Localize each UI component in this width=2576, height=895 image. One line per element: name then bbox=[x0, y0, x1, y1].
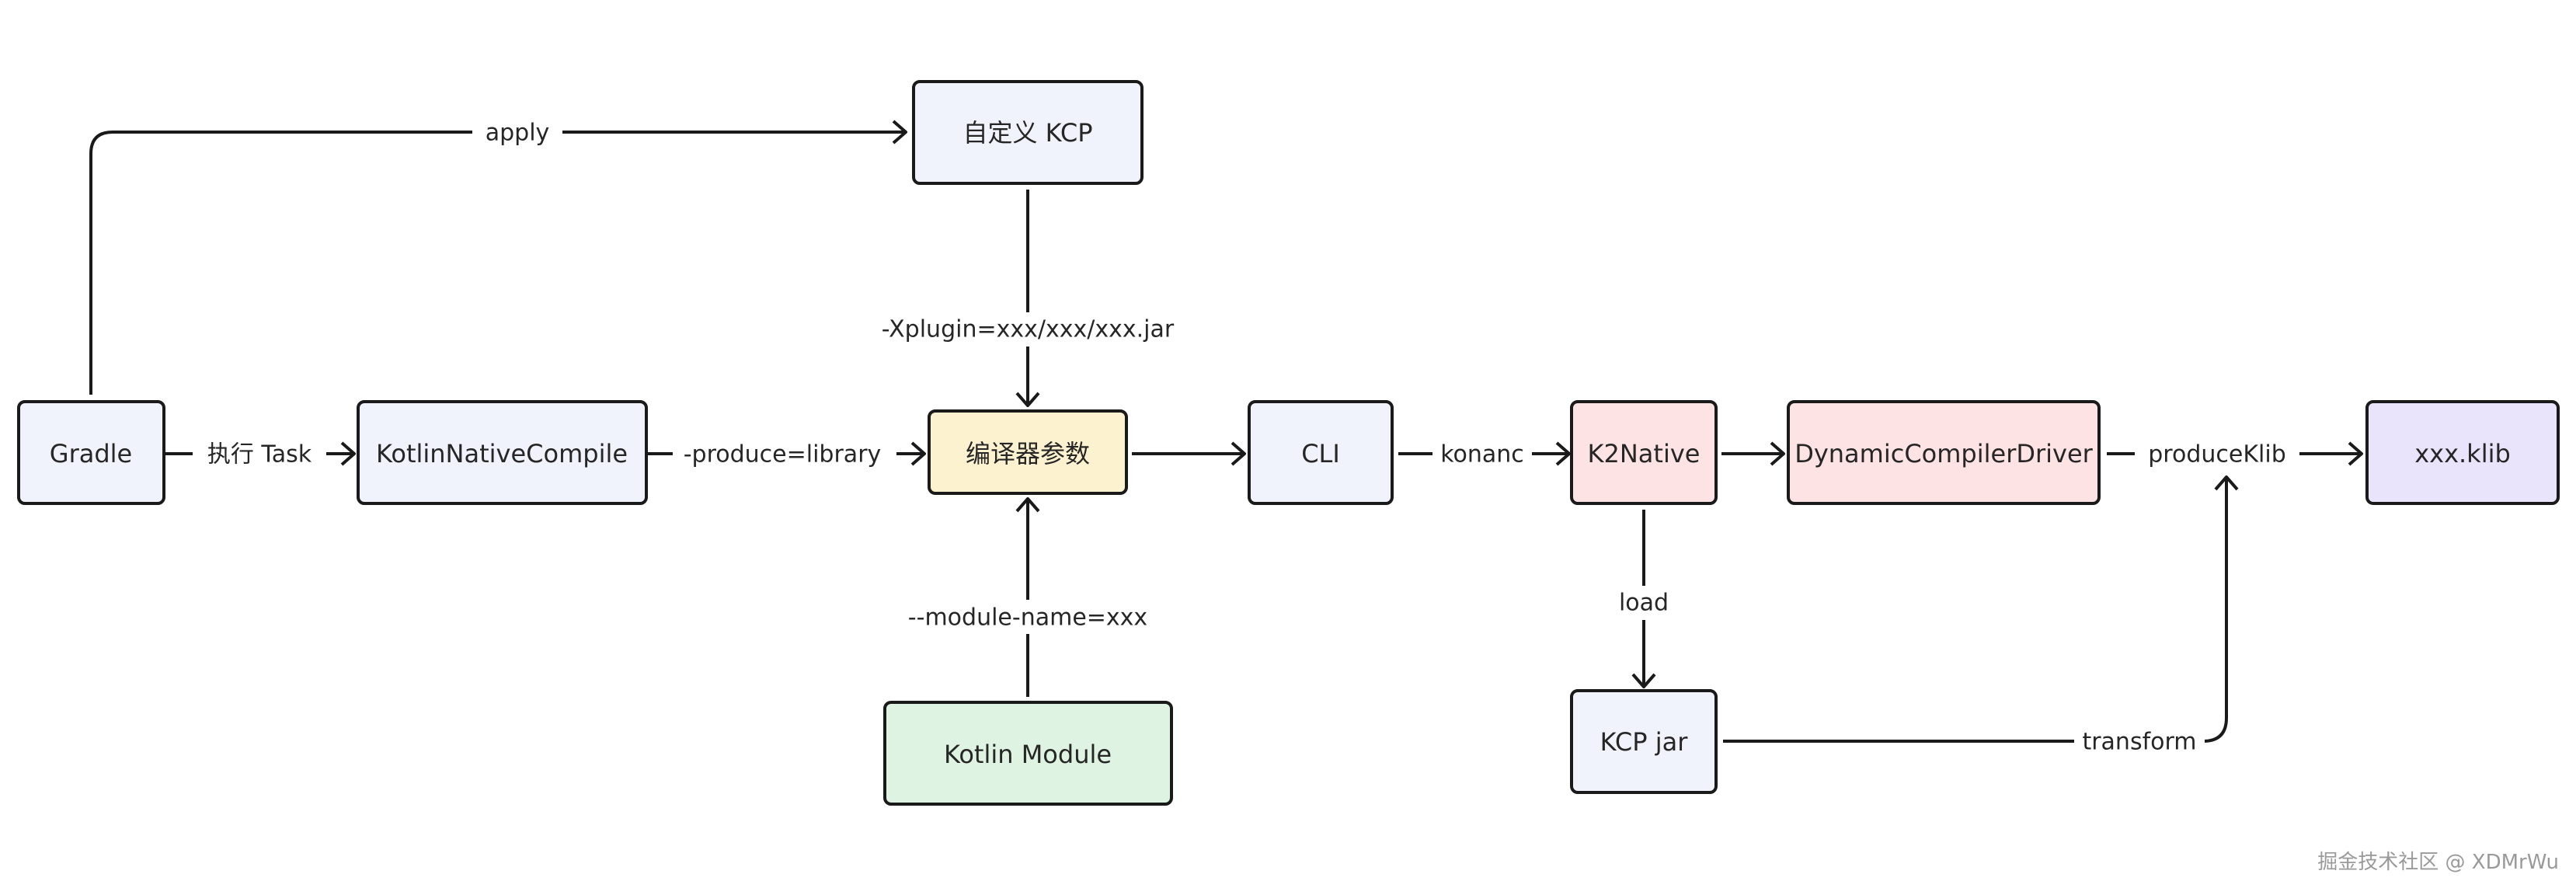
node-label-gradle: Gradle bbox=[50, 439, 132, 468]
watermark: 掘金技术社区 @ XDMrWu bbox=[2317, 851, 2559, 874]
node-k2native: K2Native bbox=[1570, 400, 1718, 505]
edge-konanc: konanc bbox=[1398, 437, 1571, 471]
node-label-kcp-jar: KCP jar bbox=[1600, 727, 1689, 757]
edge-label-module-name: --module-name=xxx bbox=[908, 604, 1147, 632]
edge-xplugin: -Xplugin=xxx/xxx/xxx.jar bbox=[882, 190, 1175, 407]
edge-transform: transform bbox=[1723, 475, 2239, 758]
node-dynamic-compiler-driver: DynamicCompilerDriver bbox=[1787, 400, 2101, 505]
edge-label-produce-library: -produce=library bbox=[684, 441, 882, 468]
edge-args-to-cli bbox=[1132, 441, 1246, 466]
edge-produce-library: -produce=library bbox=[646, 437, 926, 471]
edge-label-xplugin: -Xplugin=xxx/xxx/xxx.jar bbox=[882, 316, 1175, 343]
edge-label-load: load bbox=[1619, 590, 1669, 617]
node-compiler-args: 编译器参数 bbox=[928, 409, 1128, 495]
node-label-custom-kcp: 自定义 KCP bbox=[963, 118, 1092, 148]
node-kcp-jar: KCP jar bbox=[1570, 689, 1718, 794]
node-kotlin-module: Kotlin Module bbox=[883, 701, 1173, 806]
node-kotlin-native-compile: KotlinNativeCompile bbox=[357, 400, 648, 505]
edge-produce-klib: produceKlib bbox=[2107, 437, 2363, 471]
edge-load: load bbox=[1608, 510, 1680, 688]
edge-apply: apply bbox=[89, 115, 907, 395]
node-cli: CLI bbox=[1248, 400, 1394, 505]
node-label-cli: CLI bbox=[1301, 439, 1340, 468]
edge-label-produce-klib: produceKlib bbox=[2148, 441, 2285, 468]
edge-module-name: --module-name=xxx bbox=[907, 497, 1148, 697]
edge-label-konanc: konanc bbox=[1440, 441, 1524, 468]
edge-label-transform: transform bbox=[2082, 729, 2196, 756]
edge-label-exec-task: 执行 Task bbox=[207, 441, 312, 468]
edge-label-apply: apply bbox=[486, 120, 550, 147]
node-custom-kcp: 自定义 KCP bbox=[912, 80, 1144, 185]
node-label-kotlin-module: Kotlin Module bbox=[944, 740, 1112, 769]
node-xxx-klib: xxx.klib bbox=[2365, 400, 2560, 505]
edge-k2native-to-driver bbox=[1721, 441, 1785, 466]
edge-exec-task: 执行 Task bbox=[165, 437, 356, 471]
node-label-k2native: K2Native bbox=[1588, 439, 1701, 468]
node-label-kotlin-native-compile: KotlinNativeCompile bbox=[376, 439, 628, 468]
node-label-dynamic-compiler-driver: DynamicCompilerDriver bbox=[1794, 439, 2093, 468]
node-gradle: Gradle bbox=[17, 400, 165, 505]
node-label-compiler-args: 编译器参数 bbox=[966, 439, 1090, 468]
node-label-xxx-klib: xxx.klib bbox=[2414, 439, 2511, 468]
